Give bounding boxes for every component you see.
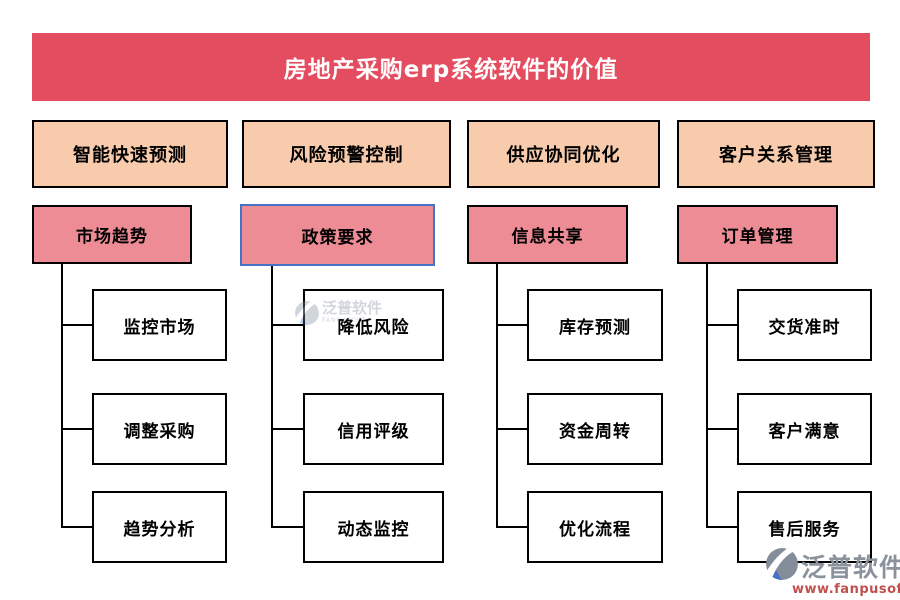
connector-hline	[496, 428, 527, 430]
connector-hline	[61, 324, 92, 326]
fanpu-logo-icon	[766, 548, 798, 584]
header-smart-forecast[interactable]: 智能快速预测	[32, 120, 228, 188]
sub-policy-requirement[interactable]: 政策要求	[240, 204, 435, 266]
leaf-after-sales-service[interactable]: 售后服务	[737, 491, 872, 563]
connector-hline	[271, 428, 303, 430]
connector-hline	[271, 526, 303, 528]
leaf-monitor-market[interactable]: 监控市场	[92, 289, 227, 361]
leaf-customer-satisfaction[interactable]: 客户满意	[737, 393, 872, 465]
header-customer-relationship[interactable]: 客户关系管理	[677, 120, 875, 188]
connector-vline	[61, 264, 63, 527]
connector-hline	[61, 428, 92, 430]
brand-name: 泛普软件	[801, 553, 900, 582]
leaf-reduce-risk[interactable]: 降低风险	[303, 289, 444, 361]
page-title: 房地产采购erp系统软件的价值	[283, 57, 619, 83]
connector-hline	[496, 324, 527, 326]
sub-info-sharing[interactable]: 信息共享	[467, 205, 628, 264]
leaf-inventory-forecast[interactable]: 库存预测	[527, 289, 663, 361]
leaf-adjust-procurement[interactable]: 调整采购	[92, 393, 227, 465]
leaf-trend-analysis[interactable]: 趋势分析	[92, 491, 227, 563]
connector-hline	[706, 324, 737, 326]
connector-vline	[271, 266, 273, 527]
header-risk-warning-control[interactable]: 风险预警控制	[242, 120, 451, 188]
leaf-on-time-delivery[interactable]: 交货准时	[737, 289, 872, 361]
leaf-credit-rating[interactable]: 信用评级	[303, 393, 444, 465]
connector-vline	[496, 264, 498, 527]
fanpu-logo: 泛普软件 www.fanpusoft.com	[766, 548, 900, 597]
connector-vline	[706, 264, 708, 527]
sub-order-management[interactable]: 订单管理	[677, 205, 838, 264]
connector-hline	[61, 526, 92, 528]
leaf-process-optimization[interactable]: 优化流程	[527, 491, 663, 563]
sub-market-trend[interactable]: 市场趋势	[32, 205, 192, 264]
header-supply-collaboration[interactable]: 供应协同优化	[467, 120, 660, 188]
connector-hline	[496, 526, 527, 528]
leaf-dynamic-monitoring[interactable]: 动态监控	[303, 491, 444, 563]
connector-hline	[271, 324, 303, 326]
connector-hline	[706, 428, 737, 430]
leaf-capital-turnover[interactable]: 资金周转	[527, 393, 663, 465]
connector-hline	[706, 526, 737, 528]
diagram-title-banner: 房地产采购erp系统软件的价值	[32, 33, 870, 101]
website-link[interactable]: www.fanpusoft.com	[792, 582, 900, 597]
